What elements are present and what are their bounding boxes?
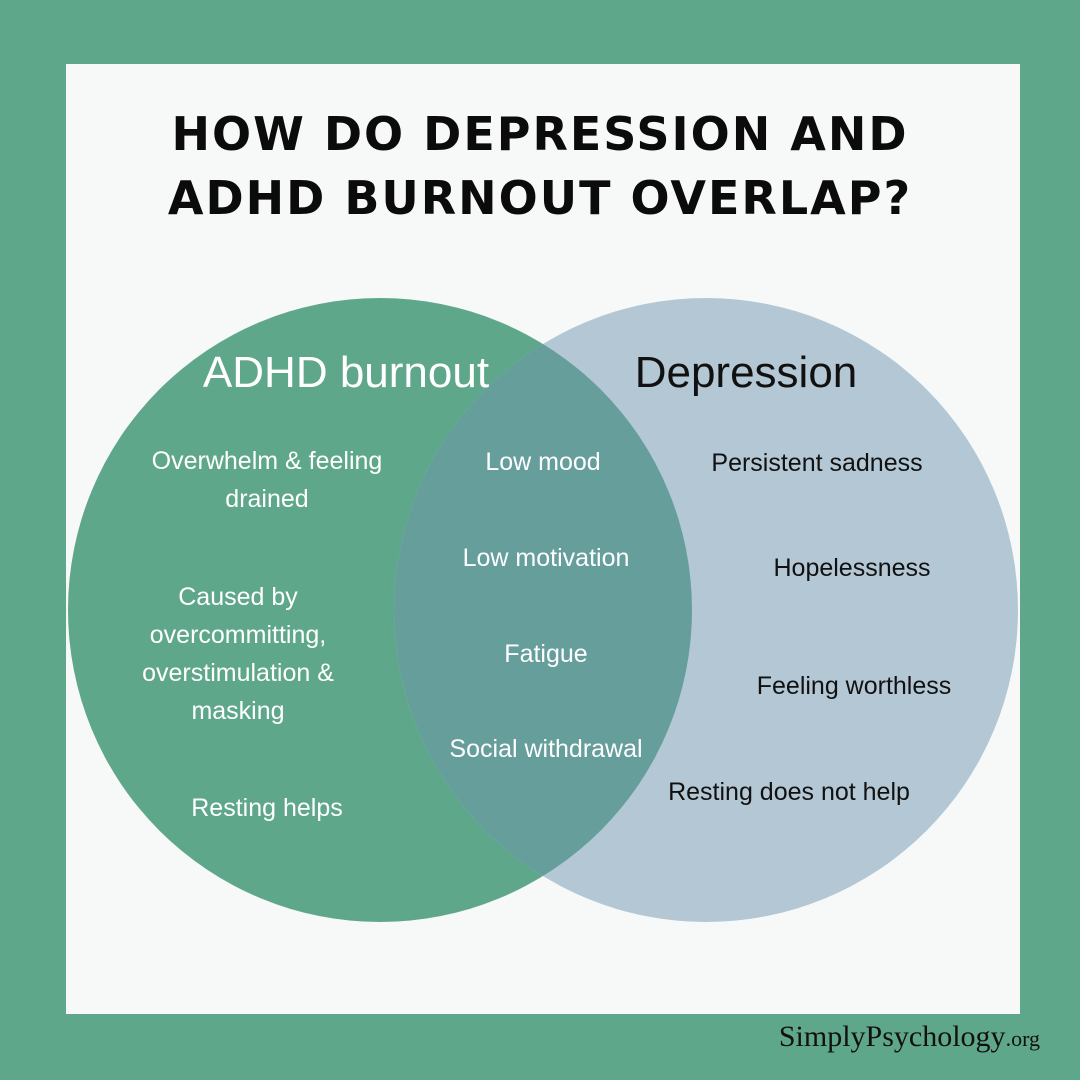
overlap-item-low-motivation: Low motivation [462, 544, 630, 572]
overlap-item-fatigue: Fatigue [504, 640, 588, 668]
title-line-1: HOW DO DEPRESSION AND [171, 107, 909, 161]
page-title: HOW DO DEPRESSION AND ADHD BURNOUT OVERL… [0, 102, 1080, 230]
source-brand: SimplyPsychology [778, 1020, 1006, 1053]
source-suffix: .org [1005, 1026, 1040, 1051]
source-watermark: SimplyPsychology.org [779, 1020, 1040, 1054]
depression-item-hopelessness: Hopelessness [773, 554, 931, 582]
depression-item-resting-no-help: Resting does not help [668, 778, 910, 806]
depression-item-sadness: Persistent sadness [711, 449, 923, 477]
overlap-item-low-mood: Low mood [485, 448, 601, 476]
venn-overlap-region [394, 298, 692, 922]
title-line-2: ADHD BURNOUT OVERLAP? [167, 171, 913, 225]
overlap-item-social-withdrawal: Social withdrawal [449, 735, 643, 763]
depression-heading: Depression [634, 348, 858, 397]
adhd-item-resting-helps: Resting helps [191, 794, 343, 822]
adhd-item-causes: Caused by overcommitting, overstimulatio… [142, 583, 334, 725]
adhd-burnout-heading: ADHD burnout [202, 348, 490, 397]
depression-item-worthless: Feeling worthless [756, 672, 952, 700]
adhd-item-overwhelm: Overwhelm & feeling drained [151, 447, 383, 513]
